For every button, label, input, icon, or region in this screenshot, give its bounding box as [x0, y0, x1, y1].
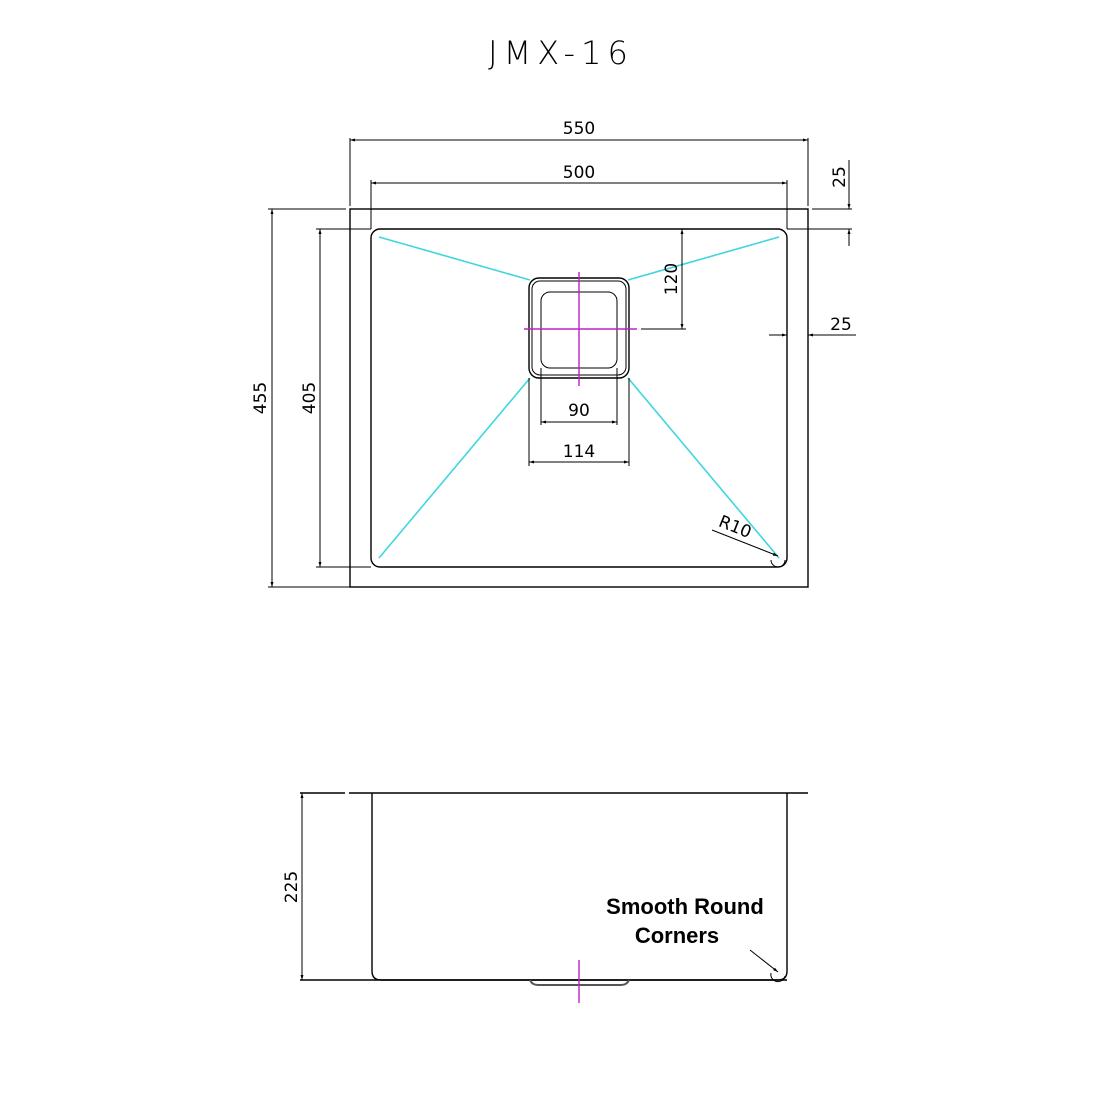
- outer-flange-outline: [349, 208, 809, 588]
- dim-corner-radius: R10: [716, 512, 755, 543]
- dim-bowl-depth: 405: [300, 382, 320, 414]
- dim-drain-offset: 120: [662, 263, 682, 295]
- side-bowl-profile: [371, 793, 788, 981]
- drain: [524, 272, 637, 386]
- note-smooth-corners-line2: Corners: [635, 923, 719, 948]
- dim-drain-outer: 114: [563, 442, 595, 462]
- side-view: 225 Smooth Round Corners: [282, 792, 808, 1003]
- dim-rim-top: 25: [830, 166, 850, 188]
- drawing-title: JMX-16: [488, 34, 634, 72]
- dim-bowl-width: 500: [563, 163, 595, 183]
- dim-overall-depth: 455: [251, 382, 271, 414]
- top-view: 550 500 25 455 405: [251, 119, 856, 588]
- note-leader: [749, 949, 779, 973]
- bowl-outline: [370, 228, 788, 568]
- dim-height: 225: [282, 871, 302, 903]
- dim-overall-width: 550: [563, 119, 595, 139]
- drain-guide-lines: [378, 236, 780, 559]
- dim-drain-inner: 90: [568, 401, 590, 421]
- dim-rim-side: 25: [830, 315, 852, 335]
- note-smooth-corners-line1: Smooth Round: [606, 894, 764, 919]
